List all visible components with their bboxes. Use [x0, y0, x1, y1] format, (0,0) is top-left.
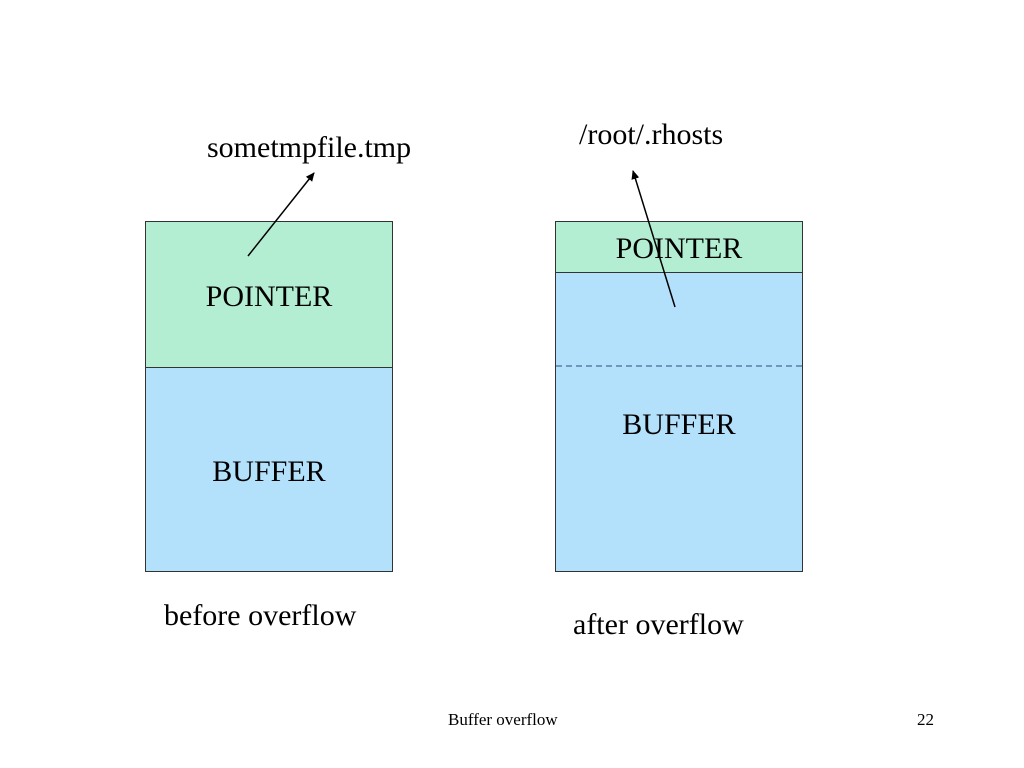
left-buffer-block: BUFFER	[145, 367, 393, 572]
right-buffer-block: BUFFER	[555, 272, 803, 572]
left-caption: before overflow	[164, 599, 357, 632]
left-target-label: sometmpfile.tmp	[207, 131, 412, 164]
left-pointer-block: POINTER	[145, 221, 393, 368]
right-buffer-label: BUFFER	[622, 408, 736, 441]
page-number: 22	[917, 710, 934, 729]
right-pointer-block: POINTER	[555, 221, 803, 273]
footer-title: Buffer overflow	[448, 710, 558, 729]
left-pointer-label: POINTER	[205, 280, 333, 313]
right-pointer-label: POINTER	[615, 232, 743, 265]
left-buffer-label: BUFFER	[212, 455, 326, 488]
right-caption: after overflow	[573, 608, 744, 641]
right-target-label: /root/.rhosts	[579, 118, 724, 151]
